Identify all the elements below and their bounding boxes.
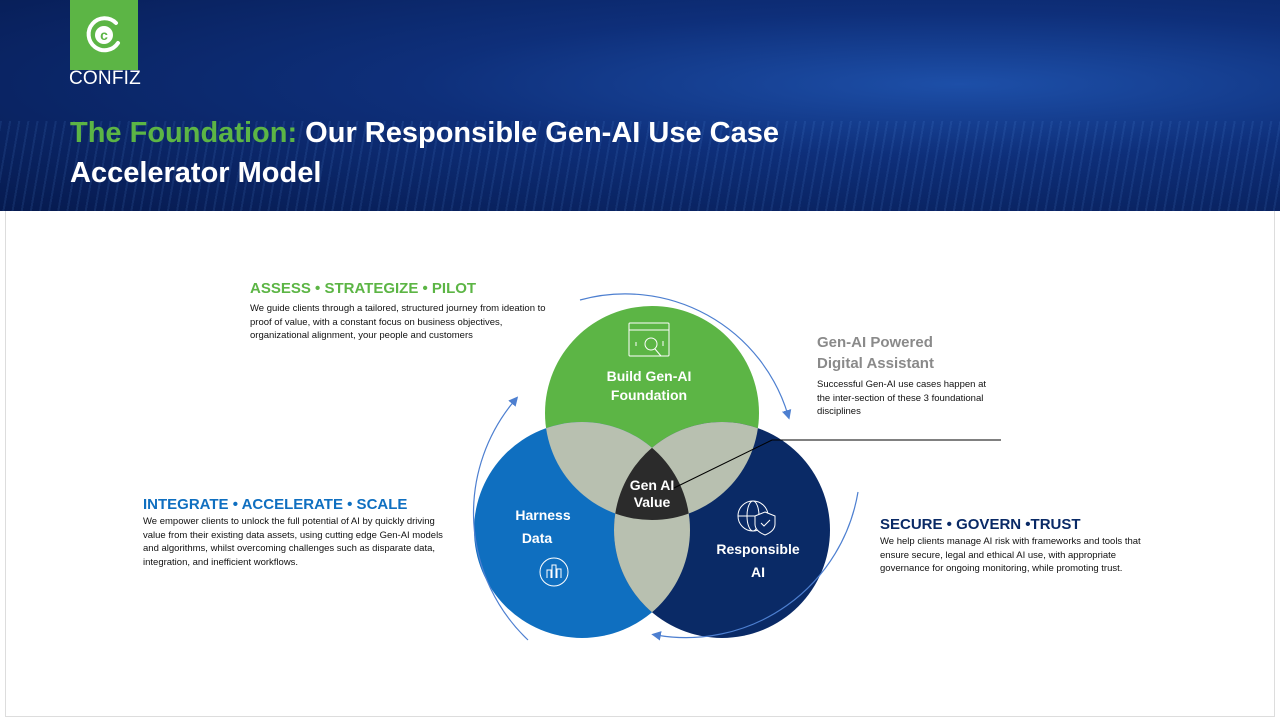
secure-block: SECURE • GOVERN •TRUST We help clients m… — [880, 516, 1145, 576]
cycle-arrow-left — [472, 396, 529, 641]
harness-label-2: Data — [522, 530, 553, 546]
svg-text:c: c — [100, 27, 108, 43]
assistant-block: Gen-AI Powered Digital Assistant Success… — [817, 332, 997, 419]
logo-text: CONFIZ — [69, 68, 141, 89]
assess-block: ASSESS • STRATEGIZE • PILOT We guide cli… — [250, 280, 550, 343]
title-line2: Accelerator Model — [70, 157, 322, 189]
center-label-1: Gen AI — [630, 477, 675, 493]
assistant-body: Successful Gen-AI use cases happen at th… — [817, 379, 986, 417]
dashboard-search-icon — [628, 322, 670, 357]
assistant-heading-1: Gen-AI Powered — [817, 334, 933, 351]
globe-shield-icon — [737, 500, 776, 536]
callout-line — [673, 439, 1001, 489]
secure-body: We help clients manage AI risk with fram… — [880, 536, 1141, 574]
center-label-2: Value — [634, 494, 671, 510]
assess-body: We guide clients through a tailored, str… — [250, 303, 546, 341]
assess-heading: ASSESS • STRATEGIZE • PILOT — [250, 280, 477, 297]
confiz-logo: c — [70, 0, 138, 70]
page-title: The Foundation: Our Responsible Gen-AI U… — [70, 113, 779, 193]
integrate-block: INTEGRATE • ACCELERATE • SCALE We empowe… — [143, 496, 453, 569]
harness-label-1: Harness — [515, 507, 570, 523]
content-frame — [5, 211, 1275, 717]
cycle-arrow-top — [579, 293, 792, 420]
cycle-arrow-bottom — [651, 491, 859, 641]
header-banner: c CONFIZ The Foundation: Our Responsible… — [0, 0, 1280, 211]
data-chart-cycle-icon — [539, 557, 569, 587]
title-accent: The Foundation: — [70, 117, 298, 149]
build-label-1: Build Gen-AI — [607, 368, 692, 384]
wave-background — [0, 121, 1280, 211]
responsible-label-1: Responsible — [716, 541, 799, 557]
logo-c-icon: c — [86, 16, 120, 53]
integrate-heading: INTEGRATE • ACCELERATE • SCALE — [143, 496, 408, 513]
assistant-heading-2: Digital Assistant — [817, 355, 934, 372]
build-label-2: Foundation — [611, 387, 687, 403]
title-line1: Our Responsible Gen-AI Use Case — [297, 117, 779, 149]
center-overlap — [614, 422, 690, 520]
responsible-label-2: AI — [751, 564, 765, 580]
integrate-body: We empower clients to unlock the full po… — [143, 516, 443, 568]
secure-heading: SECURE • GOVERN •TRUST — [880, 516, 1081, 533]
